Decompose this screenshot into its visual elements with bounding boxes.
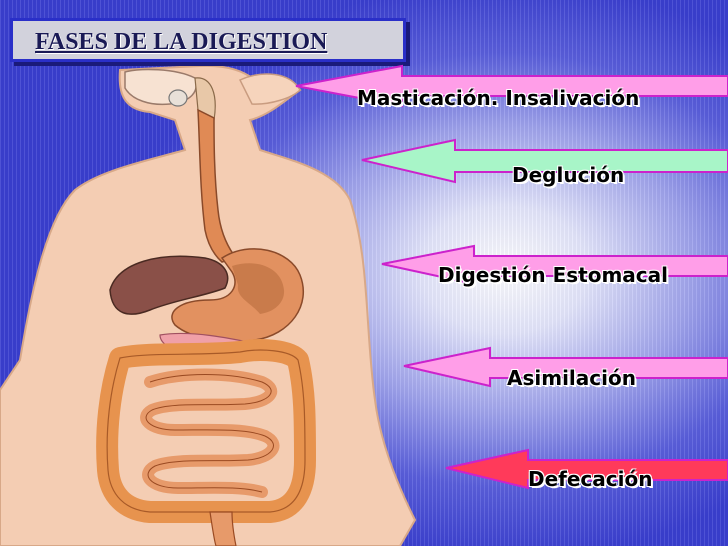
arrow-deglucion xyxy=(361,138,728,184)
phase-label-deglucion: Deglución xyxy=(512,163,625,187)
rectum xyxy=(209,511,237,546)
arrow-asimilacion xyxy=(403,346,728,388)
hand xyxy=(238,73,301,105)
phase-label-defecacion: Defecación xyxy=(528,467,653,491)
stomach-interior xyxy=(232,263,285,314)
page-title: FASES DE LA DIGESTION xyxy=(35,29,328,55)
arrow-defecacion xyxy=(445,448,728,490)
arrow-masticacion xyxy=(295,64,728,108)
phase-label-digestion-estomacal: Digestión Estomacal xyxy=(438,263,669,287)
phase-label-asimilacion: Asimilación xyxy=(507,366,636,390)
liver xyxy=(109,255,229,315)
salivary-gland xyxy=(168,89,188,107)
arrow-digestion-estomacal xyxy=(381,244,728,286)
phase-label-masticacion: Masticación. Insalivación xyxy=(357,86,640,110)
title-box: FASES DE LA DIGESTION xyxy=(10,18,406,62)
